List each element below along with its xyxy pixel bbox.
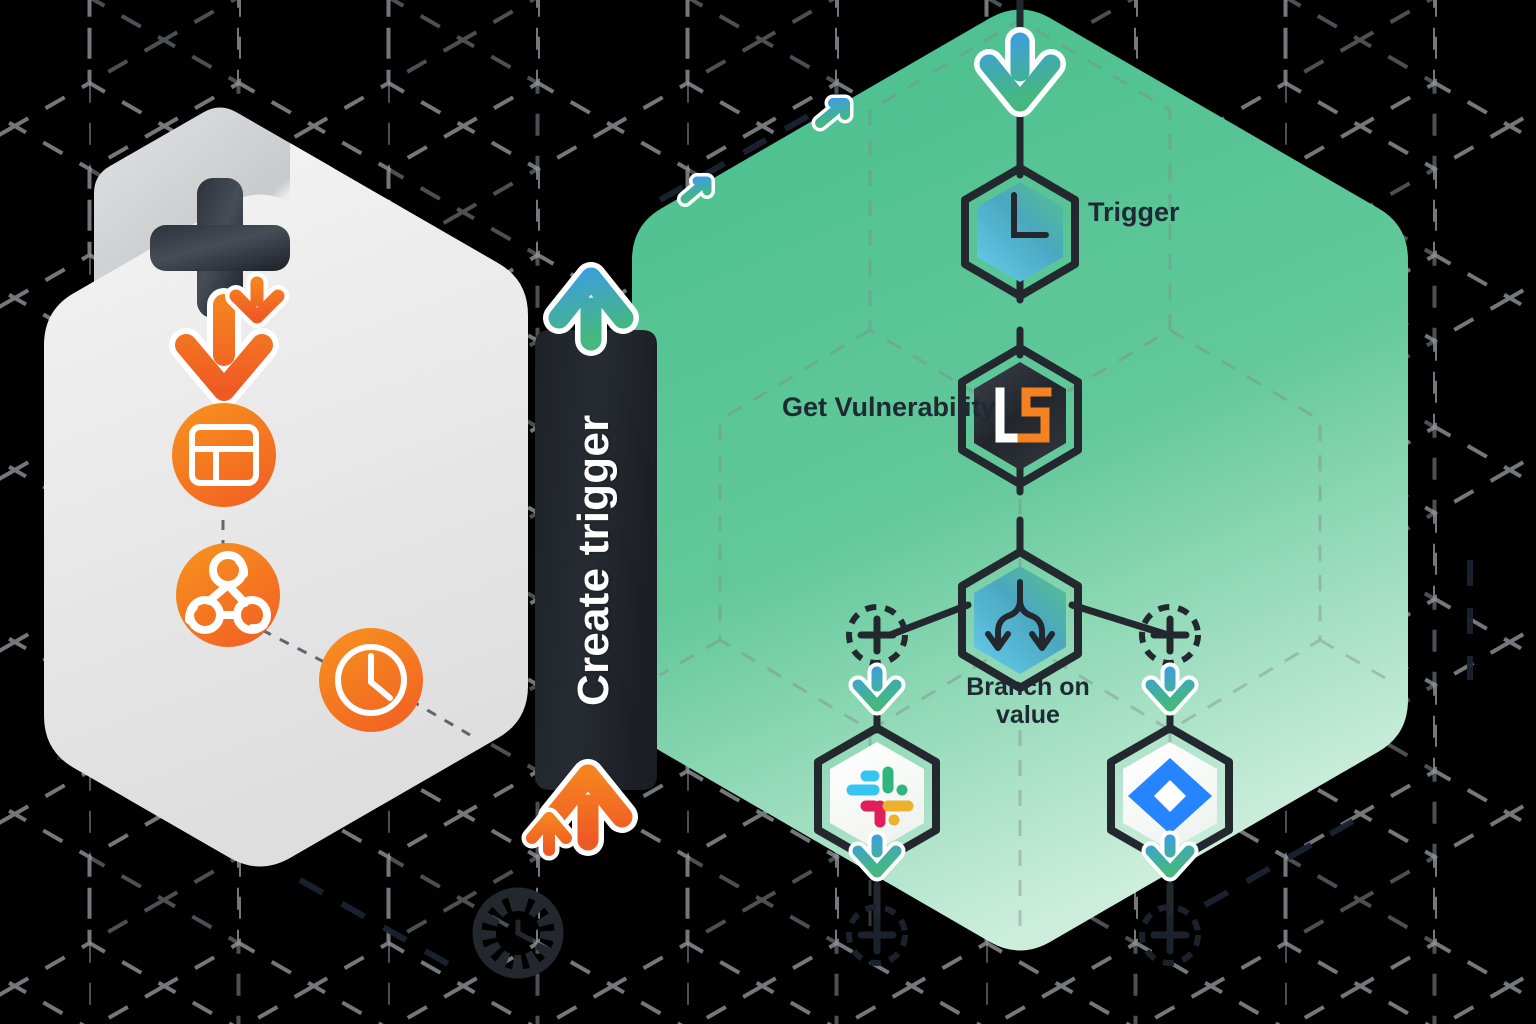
- arrow-down-icon: [848, 830, 906, 882]
- arrow-down-icon: [848, 662, 906, 716]
- jira-icon: [1128, 758, 1212, 834]
- arrow-down-icon: [225, 272, 289, 328]
- node-label-get-vulnerability: Get Vulnerability: [782, 392, 996, 422]
- webhook-icon: [185, 551, 271, 634]
- dashboard-icon: [189, 424, 259, 486]
- sidebar-item-dashboard[interactable]: [172, 403, 276, 507]
- clock-icon: [1011, 192, 1049, 238]
- ls-logo-icon: [995, 387, 1052, 443]
- sidebar-item-webhook[interactable]: [176, 543, 280, 647]
- plus-icon: [150, 178, 290, 318]
- node-label-trigger: Trigger: [1088, 197, 1180, 227]
- node-label-branch: Branch on value: [963, 673, 1093, 729]
- branch-icon: [985, 579, 1055, 651]
- clock-icon: [335, 644, 407, 716]
- arrow-down-icon: [974, 27, 1066, 117]
- add-step-button-bottom-left[interactable]: [846, 904, 908, 966]
- arrow-up-right-icon: [811, 94, 854, 132]
- slack-icon: [846, 766, 914, 828]
- arrow-down-icon: [1141, 662, 1199, 716]
- workflow-node-trigger[interactable]: [961, 164, 1079, 300]
- arrow-up-right-icon: [677, 173, 715, 207]
- arrow-down-icon: [1141, 830, 1199, 882]
- arrow-up-icon: [521, 807, 577, 861]
- sidebar-item-schedule[interactable]: [319, 628, 423, 732]
- workflow-node-slack[interactable]: [814, 724, 940, 868]
- arrow-up-icon: [538, 759, 638, 856]
- add-step-button-bottom-right[interactable]: [1139, 904, 1201, 966]
- workflow-node-branch[interactable]: [958, 548, 1082, 692]
- gear-icon[interactable]: [472, 887, 564, 979]
- branch-label-line1: Branch on: [966, 673, 1090, 701]
- workflow-node-get-vulnerability[interactable]: [958, 344, 1082, 488]
- branch-label-line2: value: [996, 701, 1060, 729]
- arrow-down-icon: [169, 288, 279, 407]
- arrow-up-icon: [543, 262, 639, 356]
